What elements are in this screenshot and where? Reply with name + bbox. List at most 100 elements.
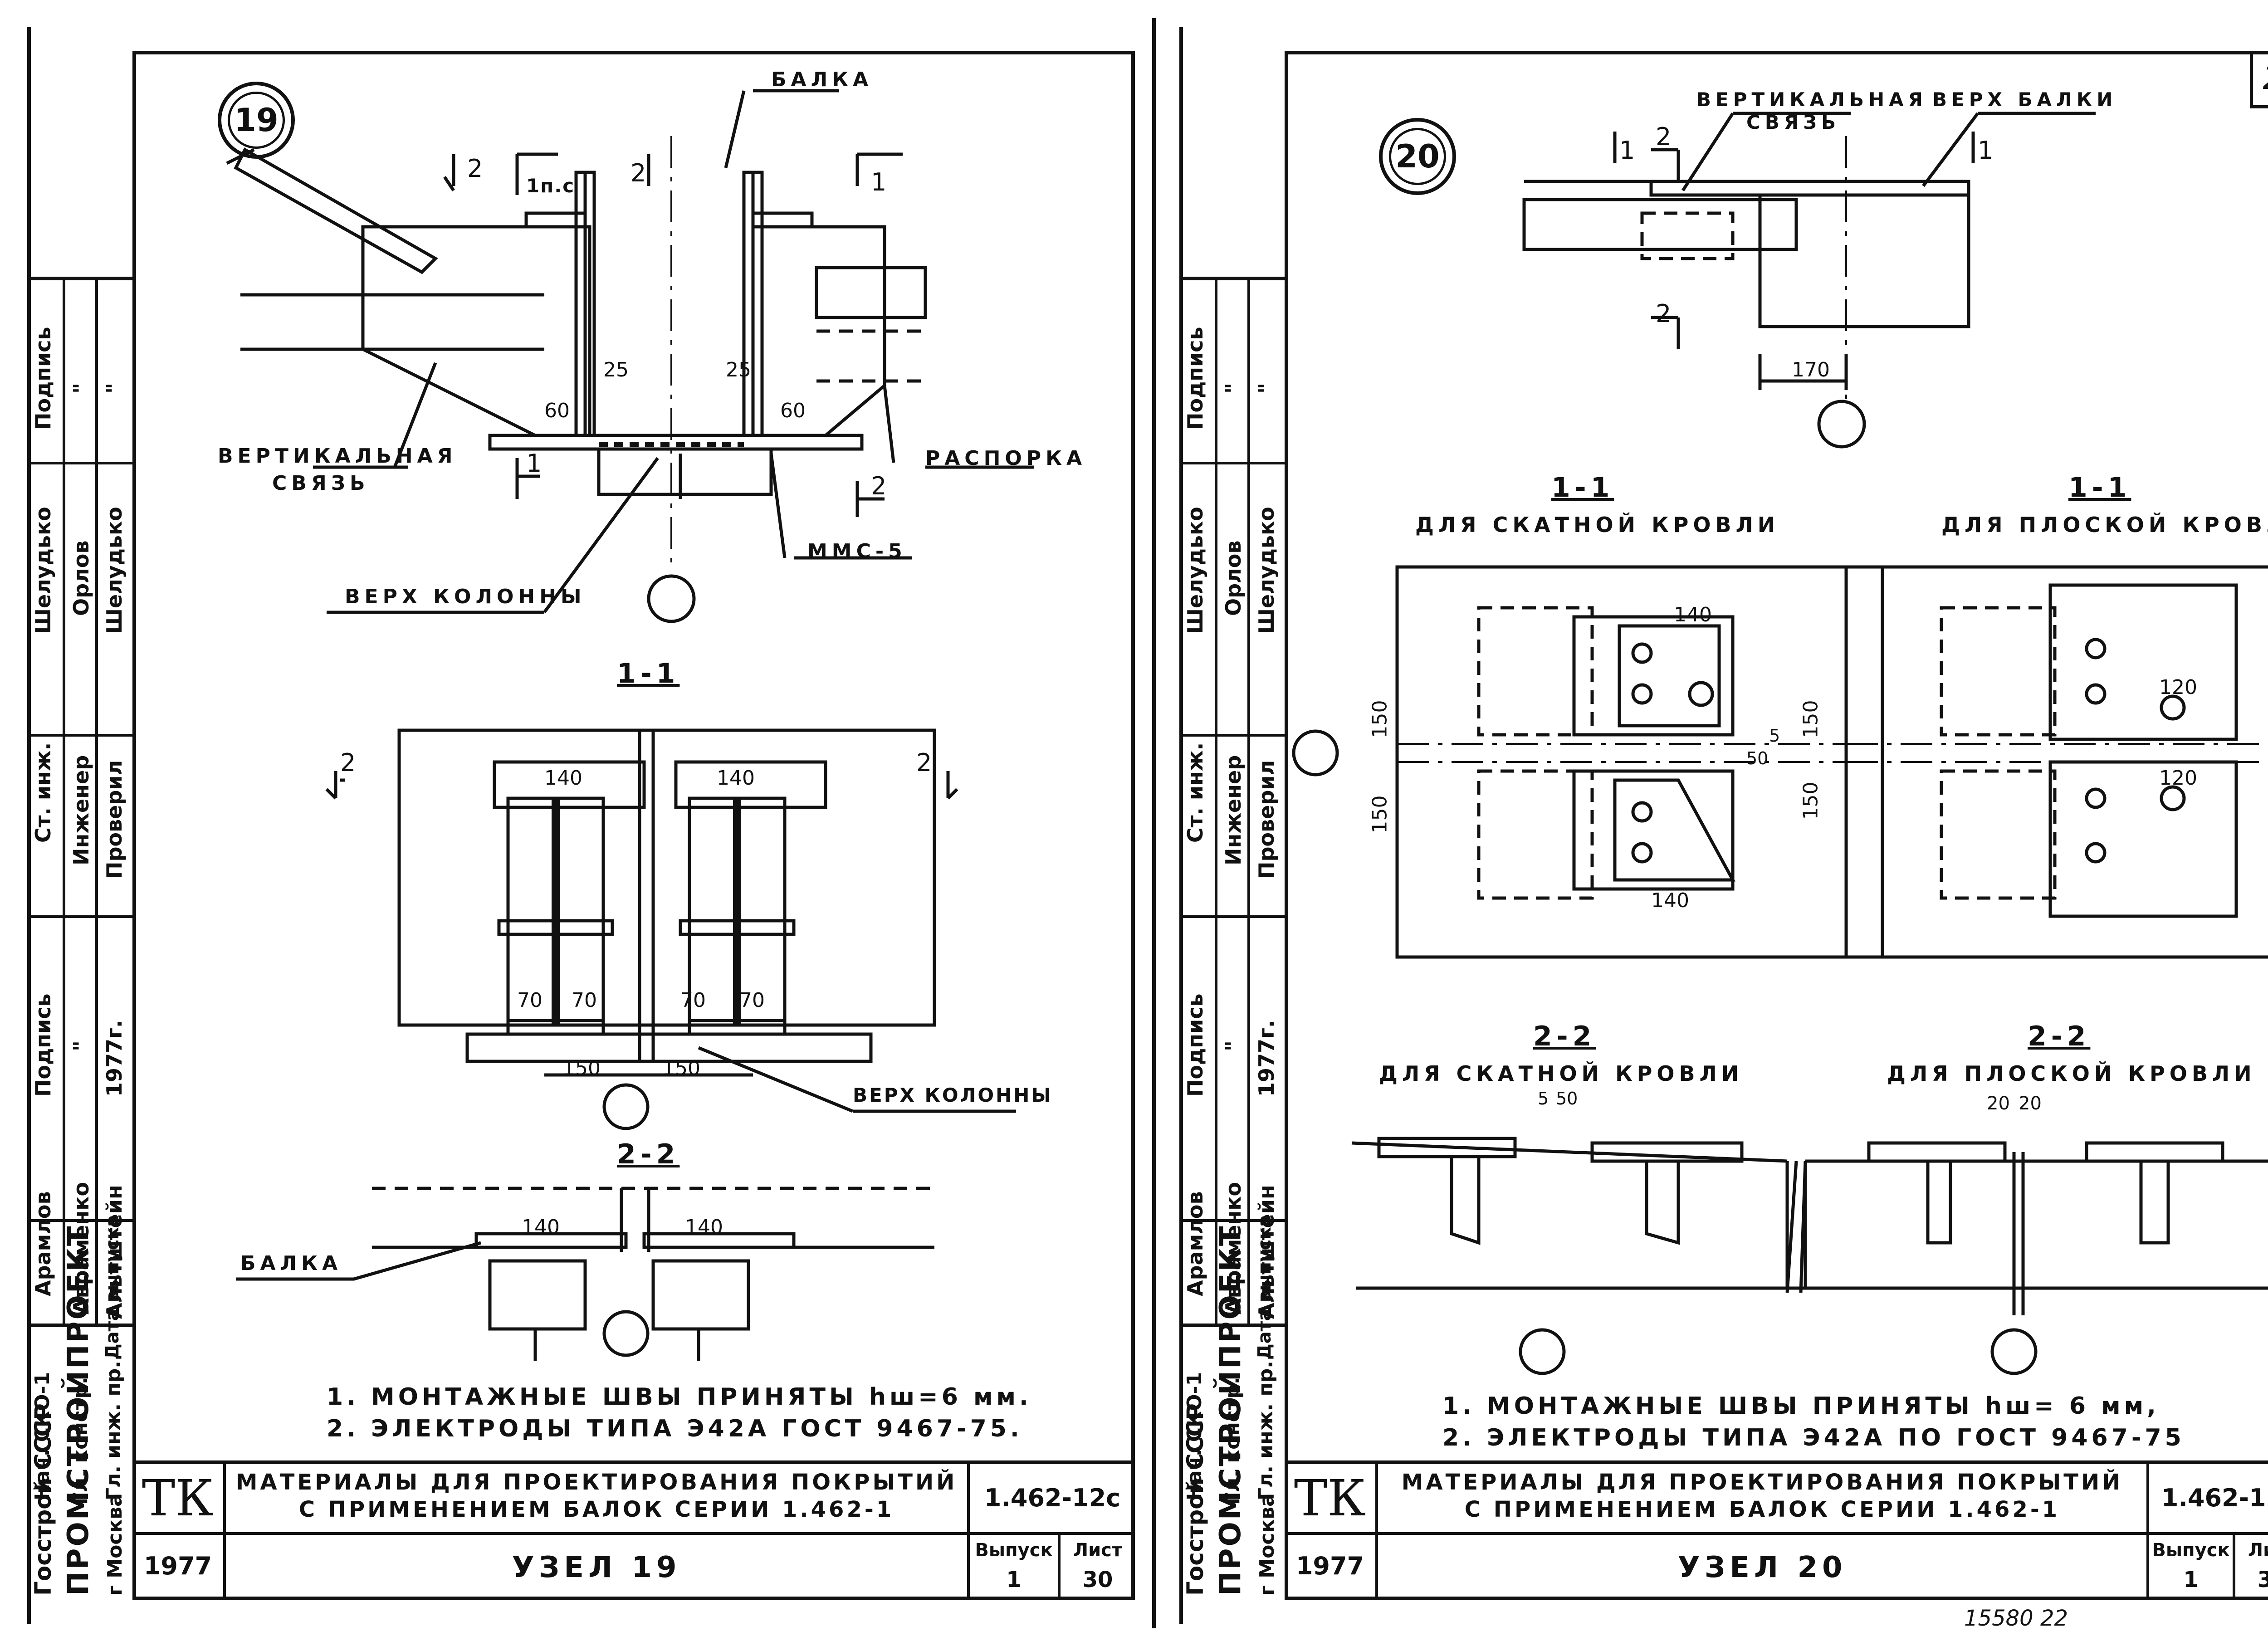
dim-50: 50 [1746, 748, 1769, 768]
vypusk-label: Выпуск [2152, 1540, 2230, 1561]
left-edge-line [27, 27, 31, 1624]
dim-20-a: 20 [1987, 1093, 2010, 1114]
label-balka-bottom: БАЛКА [240, 1252, 342, 1275]
dim-25-b: 25 [726, 358, 751, 381]
drawing-frame [1285, 51, 2268, 1600]
mark-1-b: 1 [1978, 136, 1994, 165]
dim-5b: 5 [1538, 1089, 1549, 1109]
label-plosk-11: ДЛЯ ПЛОСКОЙ КРОВЛИ [1941, 513, 2268, 537]
dim-20-b: 20 [2019, 1093, 2042, 1114]
title-line-2: С ПРИМЕНЕНИЕМ БАЛОК СЕРИИ 1.462-1 [298, 1496, 894, 1522]
label-skat-22: ДЛЯ СКАТНОЙ КРОВЛИ [1379, 1061, 1744, 1086]
title-line-2: С ПРИМЕНЕНИЕМ БАЛОК СЕРИИ 1.462-1 [1464, 1496, 2060, 1522]
vypusk-value: 1 [1006, 1567, 1022, 1592]
dim-170: 170 [1792, 358, 1830, 381]
mark-2-a: 2 [1656, 122, 1672, 151]
dim-120-b: 120 [2159, 767, 2197, 790]
node-title: УЗЕЛ 19 [512, 1550, 681, 1584]
dim-140-a: 140 [544, 767, 582, 790]
section-2-2-a-title: 2-2 [1533, 1021, 1596, 1052]
dim-70-d: 70 [739, 989, 765, 1012]
node-number-circle: 20 [1379, 118, 1456, 195]
dim-140-b: 140 [1651, 889, 1689, 912]
section-2-2-drawings [1351, 1137, 2268, 1375]
list-value: 30 [1082, 1567, 1113, 1592]
label-balka-top: БАЛКА [771, 68, 873, 91]
label-vert-svyaz-2: СВЯЗЬ [272, 472, 370, 495]
page-corner-number: 21 [2250, 51, 2268, 108]
section-1-1-drawings [1292, 565, 2268, 959]
tk-logo: ТК [142, 1469, 214, 1527]
mark-1-a: 1 [871, 168, 887, 196]
node-19-plan-drawing [226, 89, 1034, 623]
title-block: ТК 1977 МАТЕРИАЛЫ ДЛЯ ПРОЕКТИРОВАНИЯ ПОК… [1285, 1460, 2268, 1604]
label-vert-svyaz-2: СВЯЗЬ [1746, 111, 1841, 133]
label-verkh-kolonny: ВЕРХ КОЛОННЫ [345, 585, 586, 608]
label-vert-svyaz: ВЕРТИКАЛЬНАЯ [1696, 88, 1928, 111]
tk-logo: ТК [1294, 1469, 1366, 1527]
dim-140-a: 140 [1674, 603, 1712, 626]
dim-70-a: 70 [517, 989, 543, 1012]
dim-70-b: 70 [572, 989, 597, 1012]
section-2-2-drawing [236, 1187, 934, 1361]
note-1: 1. МОНТАЖНЫЕ ШВЫ ПРИНЯТЫ hш=6 мм. [327, 1383, 1032, 1411]
section-1-1-drawing [325, 728, 1016, 1130]
node-title: УЗЕЛ 20 [1677, 1550, 1847, 1584]
year: 1977 [143, 1552, 212, 1581]
list-label: Лист [2248, 1540, 2268, 1561]
label-mms5: ММС-5 [807, 540, 907, 563]
list-label: Лист [1073, 1540, 1123, 1561]
title-block: ТК 1977 МАТЕРИАЛЫ ДЛЯ ПРОЕКТИРОВАНИЯ ПОК… [132, 1460, 1135, 1604]
mark-2-a: 2 [467, 154, 483, 183]
dim-60-a: 60 [544, 399, 570, 422]
code: 1.462-12с [2161, 1484, 2268, 1513]
label-vert-svyaz: ВЕРТИКАЛЬНАЯ [218, 444, 457, 468]
mark-2-sec-b: 2 [916, 748, 932, 777]
left-sheet: Подпись " " Шелудько Орлов Шелудько Ст. … [27, 18, 1156, 1628]
dim-140-b: 140 [717, 767, 755, 790]
section-1-1-title: 1-1 [617, 658, 680, 689]
right-edge-line [1179, 27, 1183, 1624]
vypusk-value: 1 [2183, 1567, 2199, 1592]
mark-2-b: 2 [631, 159, 646, 187]
dim-120-a: 120 [2159, 676, 2197, 699]
title-line-1: МАТЕРИАЛЫ ДЛЯ ПРОЕКТИРОВАНИЯ ПОКРЫТИЙ [1401, 1469, 2123, 1495]
note-1: 1. МОНТАЖНЫЕ ШВЫ ПРИНЯТЫ hш= 6 мм, [1442, 1392, 2160, 1420]
bottom-archive-number: 15580 22 [1964, 1606, 2068, 1631]
year: 1977 [1295, 1552, 1364, 1581]
dim-140-d: 140 [685, 1216, 723, 1239]
label-verkh-balki: ВЕРХ БАЛКИ [1932, 88, 2117, 111]
list-value: 31 [2257, 1567, 2268, 1592]
label-1ps: 1п.с [526, 175, 575, 197]
dim-25-a: 25 [603, 358, 629, 381]
center-divider [1152, 18, 1156, 1628]
dim-5: 5 [1769, 726, 1780, 746]
dim-150-b: 150 [662, 1057, 700, 1080]
section-2-2-b-title: 2-2 [2028, 1021, 2091, 1052]
dim-140-c: 140 [522, 1216, 560, 1239]
note-2: 2. ЭЛЕКТРОДЫ ТИПА Э42А ПО ГОСТ 9467-75 [1442, 1424, 2185, 1451]
code: 1.462-12с [984, 1484, 1121, 1513]
label-rasporka: РАСПОРКА [925, 447, 1087, 470]
mark-1-c: 2 [871, 472, 887, 500]
note-2: 2. ЭЛЕКТРОДЫ ТИПА Э42А ГОСТ 9467-75. [327, 1415, 1023, 1442]
label-skat-11: ДЛЯ СКАТНОЙ КРОВЛИ [1415, 513, 1780, 537]
label-plosk-22: ДЛЯ ПЛОСКОЙ КРОВЛИ [1887, 1061, 2256, 1086]
mark-2-sec-a: 2 [340, 748, 356, 777]
side-stamp: Подпись " " Шелудько Орлов Шелудько Ст. … [27, 277, 132, 1604]
mark-1-a: 1 [1619, 136, 1635, 165]
drawing-frame [132, 51, 1135, 1600]
section-1-1-b-title: 1-1 [2068, 472, 2131, 503]
mark-2-b: 2 [1656, 299, 1672, 328]
dim-150-a: 150 [562, 1057, 601, 1080]
label-verkh-kolonny-2: ВЕРХ КОЛОННЫ [853, 1084, 1053, 1106]
section-2-2-title: 2-2 [617, 1138, 680, 1170]
dim-60-b: 60 [780, 399, 806, 422]
section-1-1-a-title: 1-1 [1551, 472, 1614, 503]
vypusk-label: Выпуск [975, 1540, 1053, 1561]
dim-70-c: 70 [680, 989, 706, 1012]
side-stamp: Подпись " " Шелудько Орлов Шелудько Ст. … [1179, 277, 1285, 1604]
right-sheet: 21 Подпись " " Шелудько Орлов Шелудько С… [1161, 0, 2268, 1646]
node-20-plan-drawing [1522, 112, 2096, 449]
dim-50b: 50 [1556, 1089, 1578, 1109]
